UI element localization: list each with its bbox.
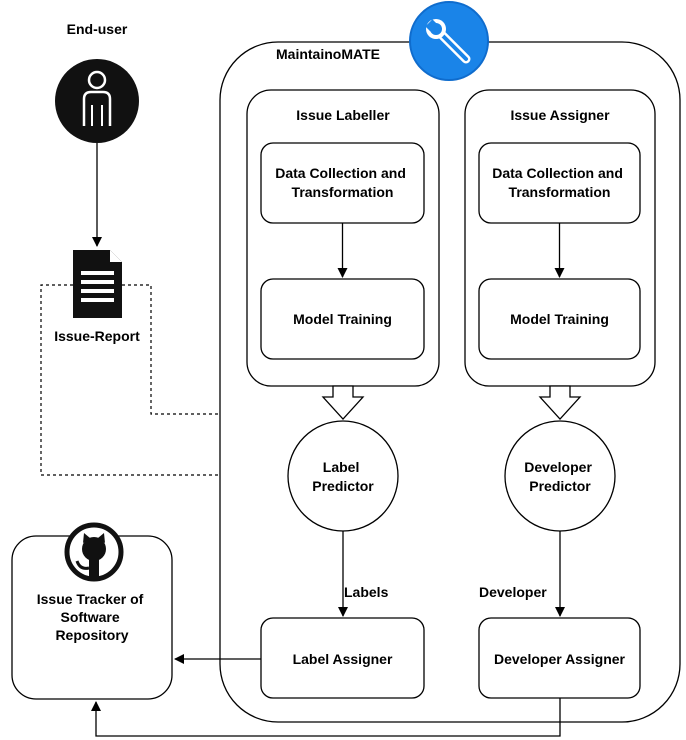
developer-predictor-node xyxy=(504,420,616,532)
assigner-model-training-box xyxy=(478,278,641,360)
issue-report-label: Issue-Report xyxy=(54,328,140,344)
github-icon xyxy=(64,522,124,582)
wrench-icon xyxy=(409,1,489,81)
user-icon xyxy=(55,59,139,143)
assigner-to-predictor-arrow xyxy=(538,385,582,420)
issue-assigner-title: Issue Assigner xyxy=(510,107,610,123)
developer-assigner-label: Developer Assigner xyxy=(494,651,626,667)
labeller-model-training-label: Model Training xyxy=(293,311,392,327)
labels-edge-label: Labels xyxy=(344,584,389,600)
container-title: MaintainoMATE xyxy=(276,46,380,62)
labeller-model-training-box xyxy=(260,278,425,360)
label-assigner-box xyxy=(260,617,425,699)
issue-tracker-label: Issue Tracker of Software Repository xyxy=(37,591,148,643)
label-assigner-label: Label Assigner xyxy=(293,651,393,667)
developer-assigner-to-tracker-arrow xyxy=(91,698,561,737)
issue-labeller-title: Issue Labeller xyxy=(296,107,390,123)
label-predictor-node xyxy=(287,420,399,532)
labeller-data-collection-box xyxy=(260,142,425,224)
end-user-label: End-user xyxy=(67,21,128,37)
labeller-data-collection-label: Data Collection and Transformation xyxy=(275,165,410,200)
assigner-data-collection-box xyxy=(478,142,641,224)
document-icon xyxy=(73,250,122,318)
assigner-data-collection-label: Data Collection and Transformation xyxy=(492,165,627,200)
report-to-label-predictor-arrow xyxy=(40,284,280,476)
labeller-to-predictor-arrow xyxy=(321,385,365,420)
assigner-model-training-label: Model Training xyxy=(510,311,609,327)
developer-edge-label: Developer xyxy=(479,584,547,600)
developer-predictor-label: Developer Predictor xyxy=(524,459,596,494)
label-predictor-label: Label Predictor xyxy=(312,459,374,494)
